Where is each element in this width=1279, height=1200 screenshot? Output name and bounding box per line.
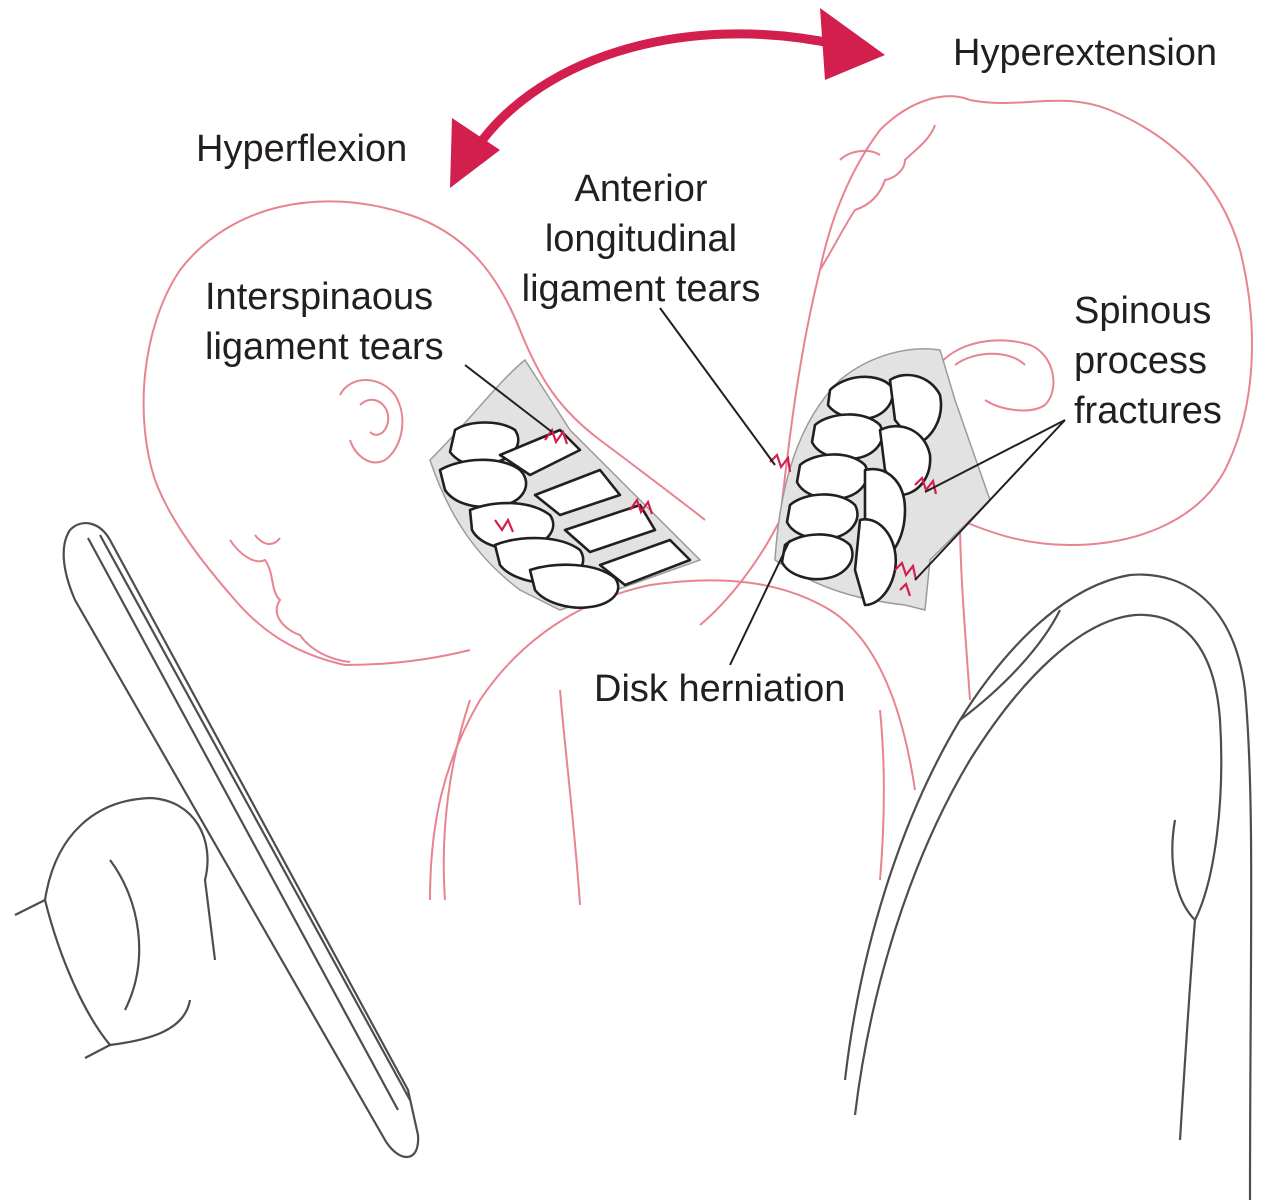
- anterior-longitudinal-label: Anterior longitudinal ligament tears: [508, 164, 774, 314]
- leader-lines: [464, 307, 1066, 666]
- vertebrae-right: [780, 373, 943, 607]
- anterior-line-3: ligament tears: [521, 268, 761, 310]
- interspinous-ligament-label: Interspinaous ligament tears: [205, 272, 444, 372]
- vertebrae-left: [438, 421, 692, 609]
- spinous-line-1: Spinous: [1074, 290, 1212, 332]
- seat-right: [843, 573, 1253, 1200]
- spinous-process-label: Spinous process fractures: [1074, 286, 1222, 436]
- hyperextension-label: Hyperextension: [953, 32, 1218, 74]
- hyperflexion-label: Hyperflexion: [196, 128, 408, 170]
- tear-marks-left-icon: [494, 427, 654, 533]
- spinous-line-2: process: [1074, 340, 1208, 382]
- anterior-line-1: Anterior: [574, 168, 708, 210]
- interspinous-line-2: ligament tears: [205, 326, 444, 368]
- seat-left: [14, 522, 420, 1158]
- disk-herniation-label: Disk herniation: [594, 668, 846, 710]
- anterior-line-2: longitudinal: [544, 218, 738, 260]
- interspinous-line-1: Interspinaous: [205, 276, 434, 318]
- motion-arrow-icon: [450, 8, 885, 188]
- figure-hyperextension: [699, 95, 1253, 881]
- tear-marks-right-icon: [769, 452, 938, 597]
- spinous-line-3: fractures: [1074, 390, 1222, 432]
